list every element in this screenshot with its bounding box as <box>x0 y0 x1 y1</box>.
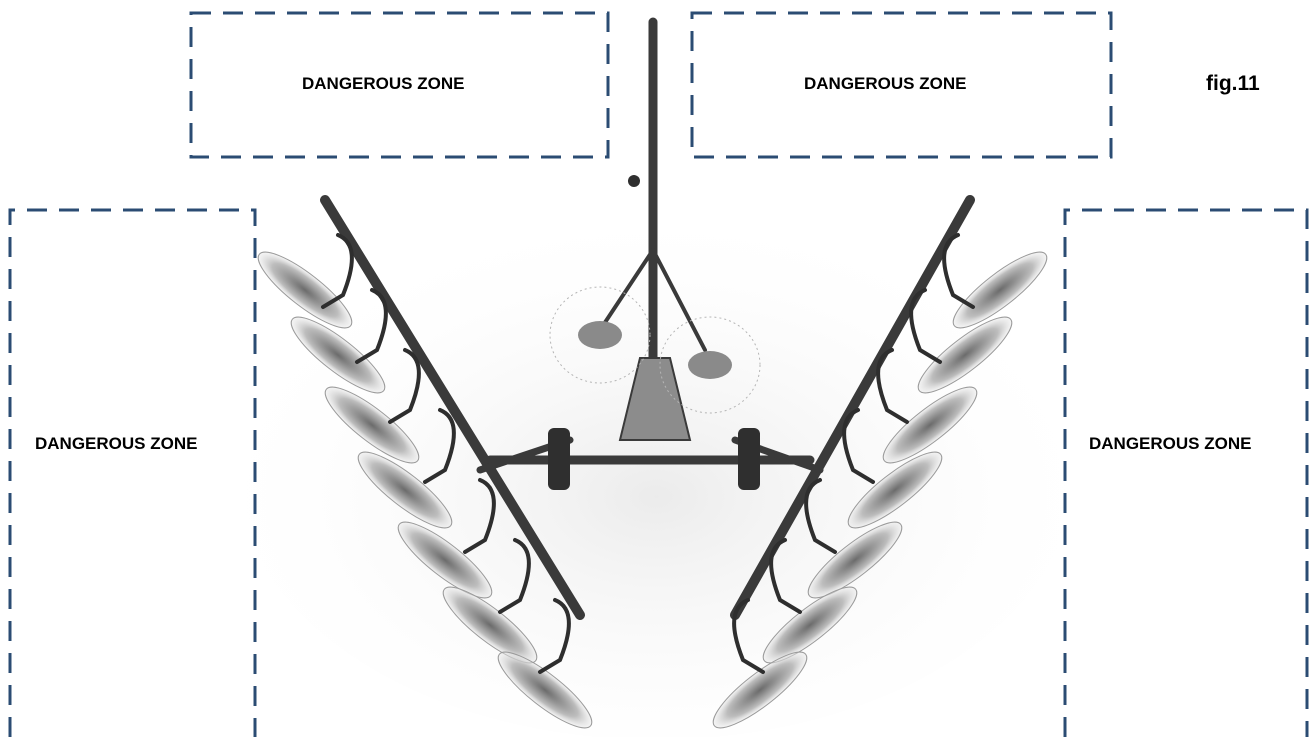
zone-label-left: DANGEROUS ZONE <box>35 434 197 454</box>
zone-box-left <box>10 210 255 737</box>
zone-label-top-left: DANGEROUS ZONE <box>302 74 464 94</box>
jack-knob <box>628 175 640 187</box>
figure-label: fig.11 <box>1206 72 1260 96</box>
zone-label-right: DANGEROUS ZONE <box>1089 434 1251 454</box>
zone-label-top-right: DANGEROUS ZONE <box>804 74 966 94</box>
zone-box-right <box>1065 210 1307 737</box>
